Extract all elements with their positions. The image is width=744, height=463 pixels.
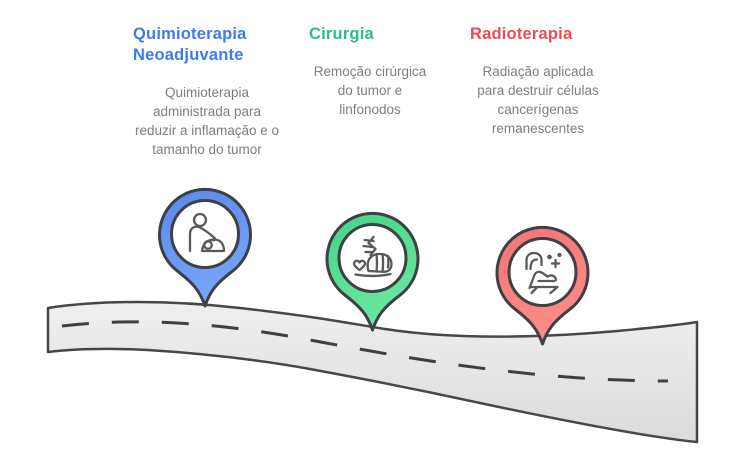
road-center-line xyxy=(61,320,669,383)
pin-radioterapia xyxy=(495,225,590,346)
stage-quimioterapia: Quimioterapia Neoadjuvante Quimioterapia… xyxy=(133,24,281,159)
radiotherapy-patient-icon xyxy=(525,251,562,295)
stage-radioterapia: Radioterapia Radiação aplicada para dest… xyxy=(470,24,606,138)
stage-title: Cirurgia xyxy=(309,25,374,43)
stage-cirurgia: Cirurgia Remoção cirúrgica do tumor e li… xyxy=(309,24,431,119)
stage-title: Quimioterapia Neoadjuvante xyxy=(133,25,247,64)
hand-iv-line-icon xyxy=(352,235,393,278)
stage-description: Remoção cirúrgica do tumor e linfonodos xyxy=(313,64,427,117)
pin-cirurgia xyxy=(325,211,420,332)
stage-description: Radiação aplicada para destruir células … xyxy=(477,64,599,136)
caregiver-patient-icon xyxy=(188,212,226,253)
stage-description: Quimioterapia administrada para reduzir … xyxy=(134,85,280,157)
stage-title: Radioterapia xyxy=(470,25,573,43)
road xyxy=(46,300,699,444)
pin-quimioterapia xyxy=(158,187,252,308)
